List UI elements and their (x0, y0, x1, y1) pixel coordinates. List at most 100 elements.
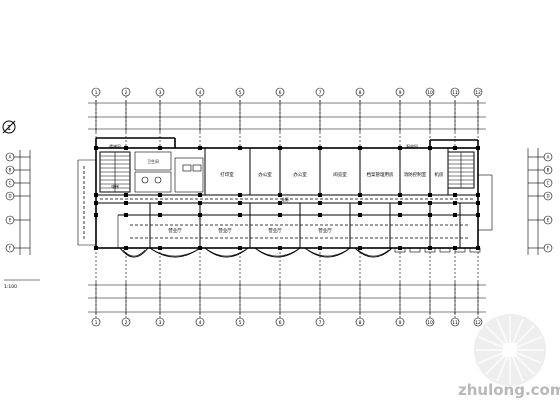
axis-label-bottom: 4 (199, 320, 202, 326)
column (238, 213, 242, 217)
column (94, 246, 98, 250)
column (476, 193, 480, 197)
room-label-misc: 电梯 (111, 184, 119, 189)
axis-label-right: A (547, 155, 550, 160)
room-label-south: 营业厅 (168, 227, 182, 234)
column (398, 146, 402, 150)
column (358, 246, 362, 250)
column (453, 146, 457, 150)
axis-label-top: 3 (159, 90, 162, 96)
column (398, 193, 402, 197)
column (278, 213, 282, 217)
column (158, 213, 162, 217)
axis-label-top: 7 (319, 90, 322, 96)
axis-label-left: E (9, 218, 12, 223)
axis-label-top: 5 (239, 90, 242, 96)
column (124, 193, 128, 197)
top-dimension-lines (88, 100, 486, 132)
column (358, 201, 362, 205)
column (278, 146, 282, 150)
axis-label-right: E (547, 218, 550, 223)
column (238, 201, 242, 205)
column (158, 201, 162, 205)
column (476, 213, 480, 217)
room-label-south: 营业厅 (268, 227, 282, 234)
axis-label-bottom: 7 (319, 320, 322, 326)
column (198, 146, 202, 150)
column (428, 201, 432, 205)
bay-windows (119, 247, 481, 258)
column (358, 146, 362, 150)
column (453, 201, 457, 205)
column (94, 193, 98, 197)
column (124, 201, 128, 205)
axis-label-right: F (547, 246, 550, 251)
column (94, 201, 98, 205)
column (398, 201, 402, 205)
axis-label-bottom: 1 (95, 320, 98, 326)
column (124, 213, 128, 217)
axis-label-bottom: 8 (359, 320, 362, 326)
axis-label-left: C (9, 181, 12, 186)
room-label-north: 机房 (435, 171, 444, 178)
column (198, 193, 202, 197)
axis-label-left: D (8, 194, 11, 199)
column (398, 213, 402, 217)
column (428, 213, 432, 217)
column (318, 193, 322, 197)
room-label-south: 营业厅 (318, 227, 332, 234)
axis-label-right: B (547, 168, 550, 173)
stair-right (447, 151, 475, 189)
column (476, 146, 480, 150)
axis-label-top: 2 (125, 90, 128, 96)
room-label-north: 阅览室 (333, 171, 347, 178)
column (94, 146, 98, 150)
axis-label-bottom: 10 (427, 320, 433, 326)
room-label-north: 办公室 (293, 171, 307, 178)
room-label-north: 消防控制室 (404, 171, 427, 178)
axis-label-left: B (9, 168, 12, 173)
column (124, 246, 128, 250)
column (318, 213, 322, 217)
axis-label-top: 10 (427, 90, 433, 96)
column (238, 193, 242, 197)
axis-label-bottom: 12 (475, 320, 481, 326)
section-mark: 1 (2, 120, 16, 134)
room-label-north: 档案管理用房 (367, 171, 394, 178)
building-outline (95, 137, 479, 249)
column (476, 201, 480, 205)
right-annex (478, 174, 493, 231)
bottom-dimension-lines (88, 282, 486, 315)
axis-label-bottom: 11 (452, 320, 458, 326)
service-core (134, 151, 204, 193)
column (158, 146, 162, 150)
axis-label-bottom: 2 (125, 320, 128, 326)
left-annex (77, 159, 96, 246)
column (428, 146, 432, 150)
zhulong-watermark-logo (474, 314, 546, 386)
column (94, 213, 98, 217)
room-label-south: 营业厅 (218, 227, 232, 234)
column (453, 193, 457, 197)
axis-label-top: 4 (199, 90, 202, 96)
axis-label-bottom: 9 (399, 320, 402, 326)
column (318, 201, 322, 205)
column (358, 193, 362, 197)
column (158, 193, 162, 197)
axis-label-bottom: 3 (159, 320, 162, 326)
scale-note: 1:100 (4, 284, 17, 290)
axis-label-top: 8 (359, 90, 362, 96)
column (318, 146, 322, 150)
axis-label-bottom: 6 (279, 320, 282, 326)
axis-label-left: A (9, 155, 12, 160)
watermark-text: zhulong.com (458, 381, 560, 399)
stair-left (99, 151, 131, 193)
column (124, 146, 128, 150)
axis-label-top: 11 (452, 90, 458, 96)
room-label-misc: 配电间 (406, 144, 418, 149)
column (453, 213, 457, 217)
column (238, 246, 242, 250)
